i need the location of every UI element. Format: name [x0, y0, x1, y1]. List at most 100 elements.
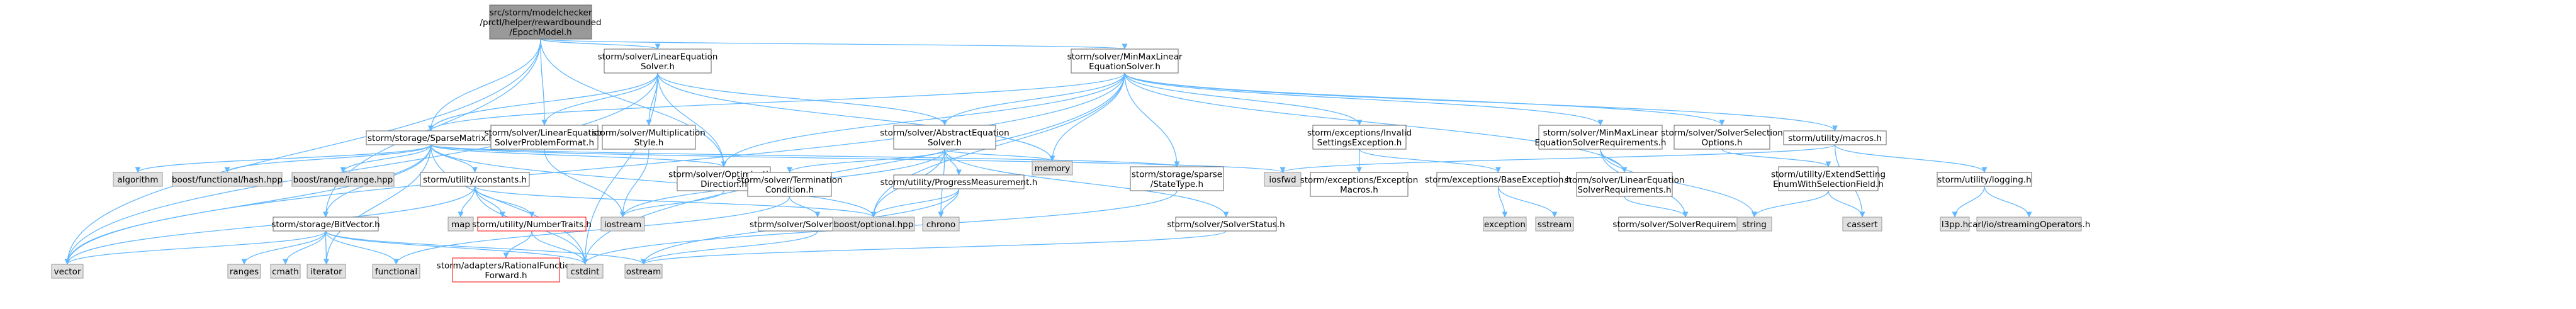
node-box	[1783, 130, 1887, 145]
node-storm-solver-solverrequirement-h[interactable]: storm/solver/SolverRequirement.h	[1612, 216, 1758, 232]
node-storm-utility-constants-h[interactable]: storm/utility/constants.h	[420, 172, 530, 187]
node-label: algorithm	[117, 175, 158, 185]
node-label: boost/optional.hpp	[834, 220, 914, 230]
node-src-storm-modelchecker-prctl-helper-rewardbounded-epochmodel-h[interactable]: src/storm/modelchecker/prctl/helper/rewa…	[480, 4, 602, 40]
edge-root-to-optdir	[540, 38, 727, 167]
edge-root-to-linsolver	[540, 38, 661, 50]
node-box	[1310, 172, 1409, 197]
edge-sparse-to-vector	[64, 144, 432, 265]
node-label: EquationSolverRequirements.h	[1535, 138, 1667, 148]
node-chrono: chrono	[922, 216, 960, 232]
node-box	[1538, 125, 1663, 150]
edge-sparse-to-range	[340, 144, 432, 173]
edge-constants-to-map	[458, 186, 476, 218]
node-storm-exceptions-invalidsettingsexception-h[interactable]: storm/exceptions/InvalidSettingsExceptio…	[1307, 125, 1412, 150]
node-label: cstdint	[571, 267, 600, 277]
node-label: storm/solver/MinMaxLinear	[1543, 128, 1658, 138]
edge-invalid-to-baseexc	[1359, 149, 1501, 173]
node-boost-functional-hash-hpp: boost/functional/hash.hpp	[172, 172, 283, 187]
edge-sparse-to-optdir	[430, 144, 727, 167]
node-storm-utility-numbertraits-h[interactable]: storm/utility/NumberTraits.h	[472, 216, 592, 232]
edge-numtraits-to-rational	[503, 230, 532, 259]
node-box	[604, 48, 712, 74]
node-storm-solver-solverstatus-h[interactable]: storm/solver/SolverStatus.h	[1167, 216, 1285, 232]
node-storm-utility-extendsettingenumwithselectionfield-h[interactable]: storm/utility/ExtendSettingEnumWithSelec…	[1771, 166, 1886, 191]
node-storm-solver-linearequationsolverrequirements-h[interactable]: storm/solver/LinearEquationSolverRequire…	[1565, 172, 1685, 197]
node-storm-storage-sparsematrix-h[interactable]: storm/storage/SparseMatrix.h	[366, 130, 496, 145]
edge-minmax-to-invalid	[1124, 72, 1363, 126]
node-storm-utility-macros-h[interactable]: storm/utility/macros.h	[1783, 130, 1887, 145]
node-label: storm/solver/LinearEquation	[1565, 175, 1685, 185]
node-storm-utility-progressmeasurement-h[interactable]: storm/utility/ProgressMeasurement.h	[880, 174, 1038, 189]
edge-linsolver-to-abstract	[657, 72, 948, 126]
node-label: Forward.h	[485, 271, 527, 281]
node-storm-solver-linearequationsolverproblemformat-h[interactable]: storm/solver/LinearEquationSolverProblem…	[485, 125, 605, 150]
node-box	[1436, 172, 1560, 187]
node-memory: memory	[1032, 160, 1073, 176]
node-storm-utility-logging-h[interactable]: storm/utility/logging.h	[1937, 172, 2032, 187]
node-storm-solver-minmaxlinearequationsolver-h[interactable]: storm/solver/MinMaxLinearEquationSolver.…	[1067, 48, 1183, 74]
edge-selection-to-extend	[1721, 149, 1831, 167]
node-label: Style.h	[634, 138, 664, 148]
node-box	[1071, 48, 1179, 74]
node-box	[922, 216, 960, 232]
edge-guarantee-to-ostream	[641, 230, 818, 265]
edge-sparse-to-cstdint	[430, 144, 588, 265]
node-label: storm/exceptions/BaseException.h	[1425, 175, 1572, 185]
node-sstream: sstream	[1535, 216, 1574, 232]
node-box	[566, 264, 604, 279]
edge-progress-to-optional	[870, 188, 960, 218]
node-label: /StateType.h	[1150, 179, 1203, 189]
edge-progress-to-chrono	[938, 188, 960, 218]
node-label: storm/solver/SolverSelection	[1661, 128, 1783, 138]
node-box	[490, 125, 599, 150]
node-label: /EpochModel.h	[509, 28, 571, 38]
node-label: SolverRequirements.h	[1577, 185, 1671, 195]
node-storm-solver-minmaxlinearequationsolverrequirements-h[interactable]: storm/solver/MinMaxLinearEquationSolverR…	[1535, 125, 1667, 150]
node-storm-storage-bitvector-h[interactable]: storm/storage/BitVector.h	[271, 216, 380, 232]
edge-macros-to-logging	[1834, 144, 1988, 173]
node-map: map	[447, 216, 474, 232]
node-label: carl/io/streamingOperators.h	[1968, 220, 2091, 230]
edge-macros-to-iosfwd	[1280, 144, 1836, 173]
node-label: storm/solver/LinearEquation	[598, 52, 718, 62]
edge-probformat-to-iostream	[544, 149, 626, 218]
node-box	[1940, 216, 1970, 232]
edge-abstract-to-memory	[944, 149, 1055, 162]
node-l3pp-h: l3pp.h	[1940, 216, 1970, 232]
edge-invalid-to-excmacros	[1356, 149, 1363, 173]
node-label: map	[451, 220, 470, 230]
node-label: iosfwd	[1269, 175, 1296, 185]
node-label: l3pp.h	[1942, 220, 1968, 230]
node-box	[1175, 216, 1277, 232]
node-functional: functional	[372, 264, 420, 279]
edge-logging-to-l3pp	[1952, 186, 1985, 218]
edge-root-to-sparse	[427, 38, 541, 132]
node-label: storm/utility/constants.h	[423, 175, 527, 185]
node-box	[227, 264, 261, 279]
node-label: chrono	[926, 220, 955, 230]
node-storm-storage-sparse-statetype-h[interactable]: storm/storage/sparse/StateType.h	[1130, 166, 1224, 191]
node-label: iostream	[604, 220, 641, 230]
node-label: iterator	[310, 267, 342, 277]
node-label: string	[1742, 220, 1767, 230]
edge-linsolver-to-vector	[64, 72, 658, 265]
node-box	[1032, 160, 1073, 176]
edge-mmreq-to-string	[1600, 149, 1758, 218]
node-vector: vector	[51, 264, 84, 279]
node-box	[1535, 216, 1574, 232]
node-box	[477, 216, 587, 232]
edge-abstract-to-progress	[944, 149, 962, 176]
node-storm-exceptions-baseexception-h[interactable]: storm/exceptions/BaseException.h	[1425, 172, 1572, 187]
node-box	[832, 216, 915, 232]
node-box	[893, 174, 1025, 189]
node-label: exception	[1484, 220, 1526, 230]
node-box	[172, 172, 283, 187]
